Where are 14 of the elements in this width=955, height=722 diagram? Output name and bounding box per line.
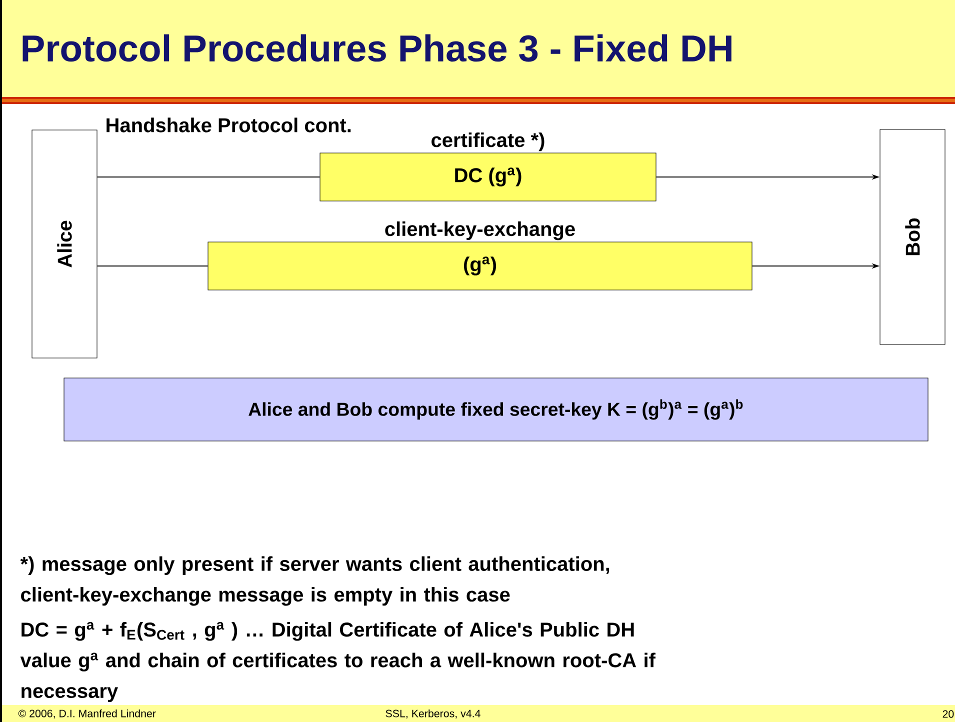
footer-title: SSL, Kerberos, v4.4 (386, 709, 480, 719)
definition-note: DC = g$^{a}$ + f$_{E}$(S$_{Cert}$ , g$^{a}$ ) … Digital Certificate of Alice's Public DH value g$^{a}$ and chain of certificates to reach a well-known root-CA if necessary (20, 622, 656, 702)
participant-box: Alice (32, 130, 98, 358)
footnote: *) message only present if server wants client authentication, client-key-exchange message is empty in this case (20, 556, 610, 606)
note-box: Alice and Bob compute fixed secret-key K = (g$^{b}$)$^{a}$ = (g$^{a}$)$^{b}$ (64, 378, 928, 442)
participant-box: Bob (880, 129, 946, 345)
slide-title: Protocol Procedures Phase 3 - Fixed DH (22, 34, 732, 62)
message-name: client-key-exchange (385, 221, 575, 240)
message-box: DC (g$^{a}$) (320, 152, 656, 202)
copyright-note: © 2006, D.I. Manfred Lindner (18, 709, 156, 719)
section-heading: Handshake Protocol cont. (106, 118, 351, 132)
message-box: (g$^{a}$) (208, 242, 752, 290)
page-number: 20 (942, 710, 954, 718)
message-name: certificate *) (432, 132, 544, 152)
